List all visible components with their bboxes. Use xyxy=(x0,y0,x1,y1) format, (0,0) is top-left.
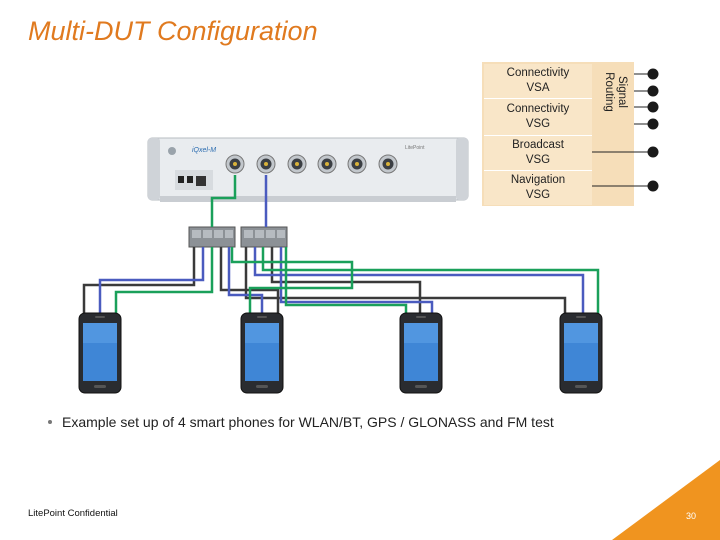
secondary-logo: LitePoint xyxy=(405,145,425,151)
footer-confidential: LitePoint Confidential xyxy=(28,508,118,519)
splitter-left xyxy=(188,226,236,248)
routing-port-dot xyxy=(647,180,659,192)
rf-port xyxy=(317,154,337,174)
instrument-cables xyxy=(210,175,268,227)
rf-ports xyxy=(225,154,398,174)
dut-phones xyxy=(78,312,603,394)
routing-port-dot xyxy=(647,85,659,97)
brand-logo: iQxel-M xyxy=(192,147,216,154)
splitter-right xyxy=(240,226,288,248)
rf-port xyxy=(378,154,398,174)
routing-ports xyxy=(592,68,659,192)
routing-port-dot xyxy=(647,118,659,130)
module-connectivity-vsg: Connectivity VSG xyxy=(484,99,592,136)
routing-port-dot xyxy=(647,101,659,113)
dut-phone xyxy=(399,312,443,394)
module-connectivity-vsa: Connectivity VSA xyxy=(484,64,592,99)
module-broadcast-vsg: Broadcast VSG xyxy=(484,136,592,171)
rf-port xyxy=(256,154,276,174)
iqxel-instrument: iQxel-M LitePoint xyxy=(147,137,469,202)
dut-phone xyxy=(78,312,122,394)
routing-port-dot xyxy=(647,146,659,158)
dut-phone xyxy=(240,312,284,394)
rf-port xyxy=(347,154,367,174)
bullet-text: Example set up of 4 smart phones for WLA… xyxy=(62,414,554,430)
dut-cables xyxy=(82,247,600,318)
dut-phone xyxy=(559,312,603,394)
bullet-dot xyxy=(48,420,52,424)
rf-port xyxy=(225,154,245,174)
rf-port xyxy=(287,154,307,174)
module-navigation-vsg: Navigation VSG xyxy=(484,171,592,205)
page-number: 30 xyxy=(686,511,697,521)
routing-port-dot xyxy=(647,68,659,80)
corner-accent xyxy=(612,460,720,540)
page-title: Multi-DUT Configuration xyxy=(28,16,318,46)
